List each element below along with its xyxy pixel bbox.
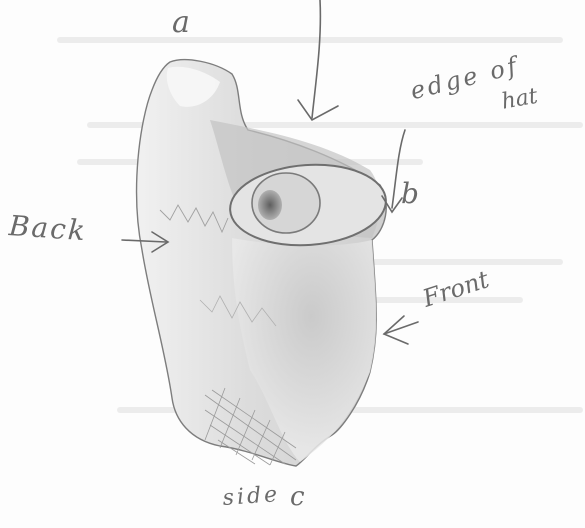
label-b: b <box>401 180 419 208</box>
top-arrowhead <box>298 100 338 120</box>
lens-dark-spot <box>258 190 282 220</box>
top-arrow <box>312 0 320 118</box>
label-back: Back <box>8 212 88 245</box>
front-arrow <box>384 322 418 334</box>
label-a: a <box>172 8 190 38</box>
label-c: c <box>290 484 305 510</box>
label-side: side <box>222 484 281 510</box>
